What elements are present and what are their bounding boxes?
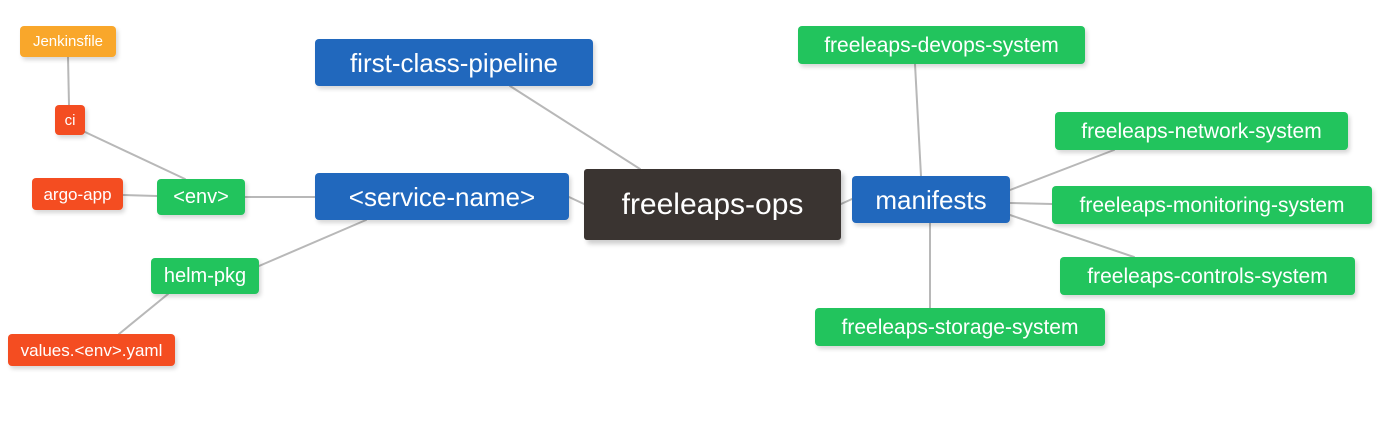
node-label: freeleaps-controls-system <box>1087 264 1328 288</box>
node-helm-pkg[interactable]: helm-pkg <box>151 258 259 294</box>
node-label: freeleaps-devops-system <box>824 33 1059 57</box>
node-label: freeleaps-monitoring-system <box>1079 193 1345 217</box>
edge-service-name-to-helm-pkg <box>258 219 367 267</box>
node-freeleaps-ops[interactable]: freeleaps-ops <box>584 169 841 240</box>
edge-argo-app-to-env <box>122 194 158 197</box>
node-service-name[interactable]: <service-name> <box>315 173 569 220</box>
node-label: freeleaps-ops <box>621 187 804 221</box>
edge-manifests-to-freeleaps-network-system <box>1009 149 1115 191</box>
node-freeleaps-controls-system[interactable]: freeleaps-controls-system <box>1060 257 1355 295</box>
node-label: helm-pkg <box>163 265 247 287</box>
edge-manifests-to-freeleaps-monitoring-system <box>1009 202 1053 205</box>
node-argo-app[interactable]: argo-app <box>32 178 123 210</box>
node-label: freeleaps-network-system <box>1081 119 1322 143</box>
node-freeleaps-devops-system[interactable]: freeleaps-devops-system <box>798 26 1085 64</box>
node-label: freeleaps-storage-system <box>841 315 1079 339</box>
edge-service-name-to-freeleaps-ops <box>568 196 585 205</box>
node-freeleaps-storage-system[interactable]: freeleaps-storage-system <box>815 308 1105 346</box>
node-first-class-pipeline[interactable]: first-class-pipeline <box>315 39 593 86</box>
node-freeleaps-network-system[interactable]: freeleaps-network-system <box>1055 112 1348 150</box>
edge-first-class-pipeline-to-freeleaps-ops <box>509 85 641 170</box>
node-label: manifests <box>875 184 987 215</box>
node-values-env-yaml[interactable]: values.<env>.yaml <box>8 334 175 366</box>
node-label: values.<env>.yaml <box>20 340 163 360</box>
edge-manifests-to-freeleaps-devops-system <box>914 63 922 177</box>
edge-jenkinsfile-to-ci <box>67 56 70 106</box>
edge-helm-pkg-to-values-env-yaml <box>118 293 169 335</box>
node-label: argo-app <box>43 184 112 204</box>
edge-freeleaps-ops-to-manifests <box>840 198 853 205</box>
node-env[interactable]: <env> <box>157 179 245 215</box>
node-ci[interactable]: ci <box>55 105 85 135</box>
node-label: ci <box>64 111 76 129</box>
edge-ci-to-env <box>84 131 186 180</box>
node-manifests[interactable]: manifests <box>852 176 1010 223</box>
node-freeleaps-monitoring-system[interactable]: freeleaps-monitoring-system <box>1052 186 1372 224</box>
node-label: Jenkinsfile <box>32 33 104 50</box>
node-label: <service-name> <box>348 181 536 212</box>
edge-manifests-to-freeleaps-controls-system <box>1009 214 1135 258</box>
node-label: <env> <box>173 186 229 208</box>
node-label: first-class-pipeline <box>349 47 559 78</box>
node-jenkinsfile[interactable]: Jenkinsfile <box>20 26 116 57</box>
